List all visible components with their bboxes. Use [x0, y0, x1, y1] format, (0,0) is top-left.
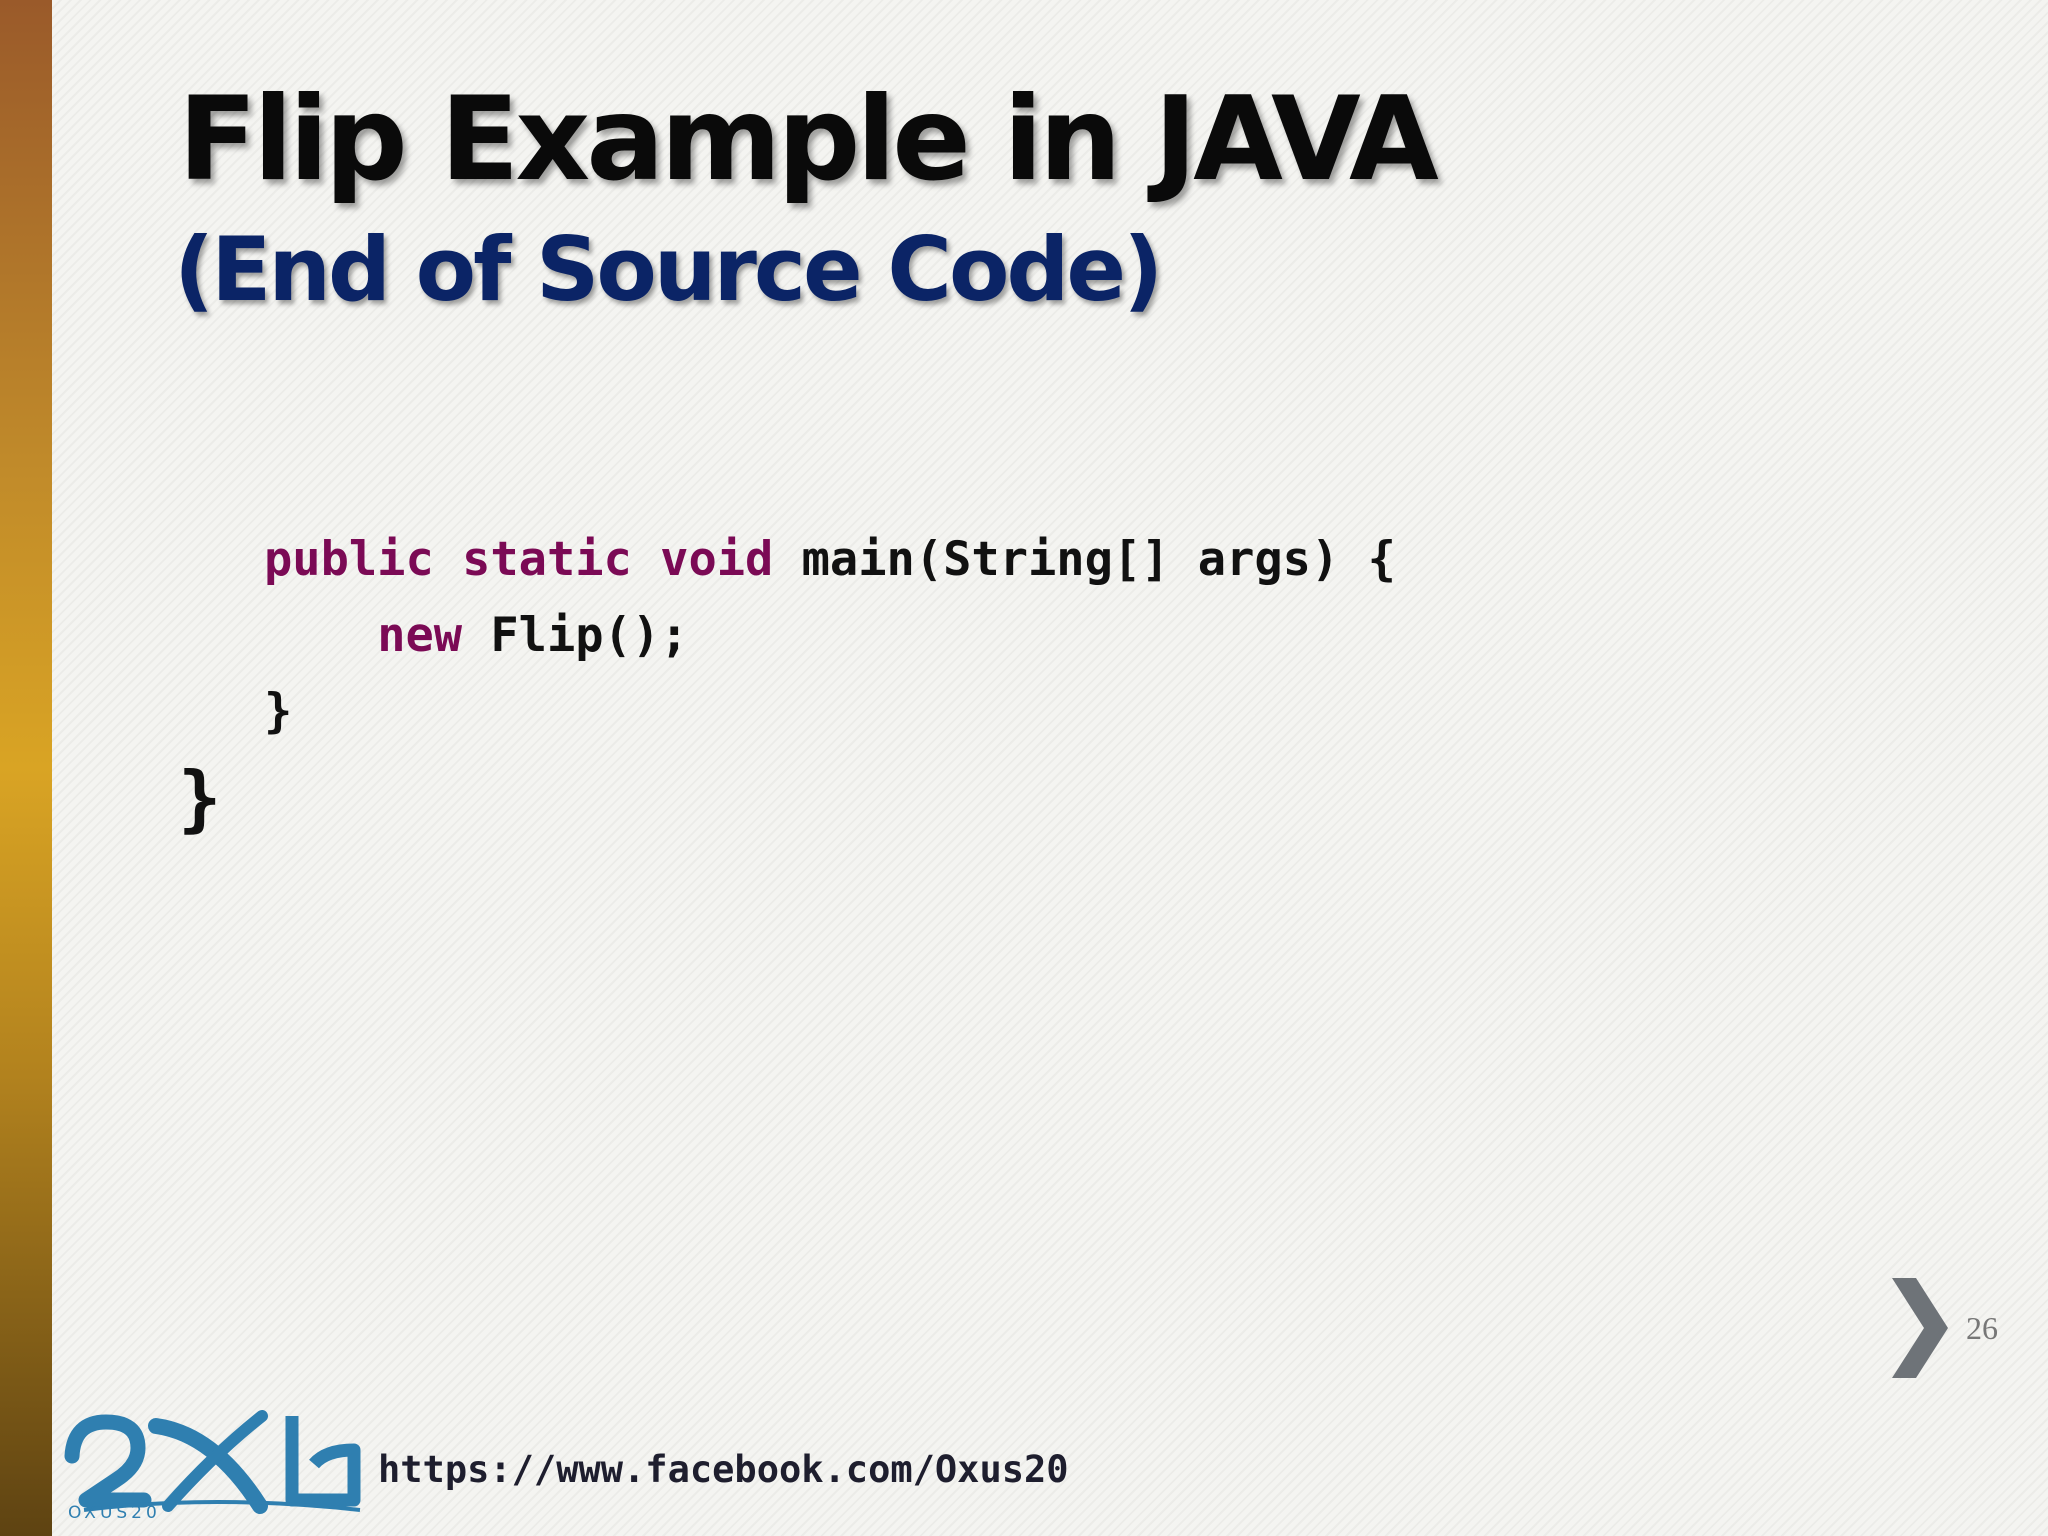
- facebook-url-link[interactable]: https://www.facebook.com/Oxus20: [378, 1448, 1069, 1491]
- code-line-2: new Flip();: [264, 598, 1396, 674]
- slide-subtitle: (End of Source Code): [174, 218, 1163, 321]
- code-keyword: public: [264, 532, 434, 587]
- slide-title: Flip Example in JAVA: [178, 72, 1439, 207]
- side-accent-bar: [0, 0, 52, 1536]
- chevron-right-icon[interactable]: [1890, 1278, 1950, 1378]
- class-closing-brace: }: [178, 756, 222, 840]
- code-text: main(String[] args) {: [801, 532, 1396, 587]
- code-line-3: }: [264, 674, 1396, 750]
- code-line-1: public static void main(String[] args) {: [264, 522, 1396, 598]
- code-keyword: new: [377, 608, 463, 663]
- code-keyword: void: [660, 532, 774, 587]
- oxus20-logo: [64, 1410, 361, 1514]
- code-block: public static void main(String[] args) {…: [264, 522, 1396, 750]
- code-text: }: [264, 684, 293, 739]
- page-number: 26: [1966, 1310, 1998, 1346]
- code-text: Flip();: [490, 608, 689, 663]
- logo-wordmark: OXUS20: [68, 1503, 161, 1523]
- code-keyword: static: [462, 532, 632, 587]
